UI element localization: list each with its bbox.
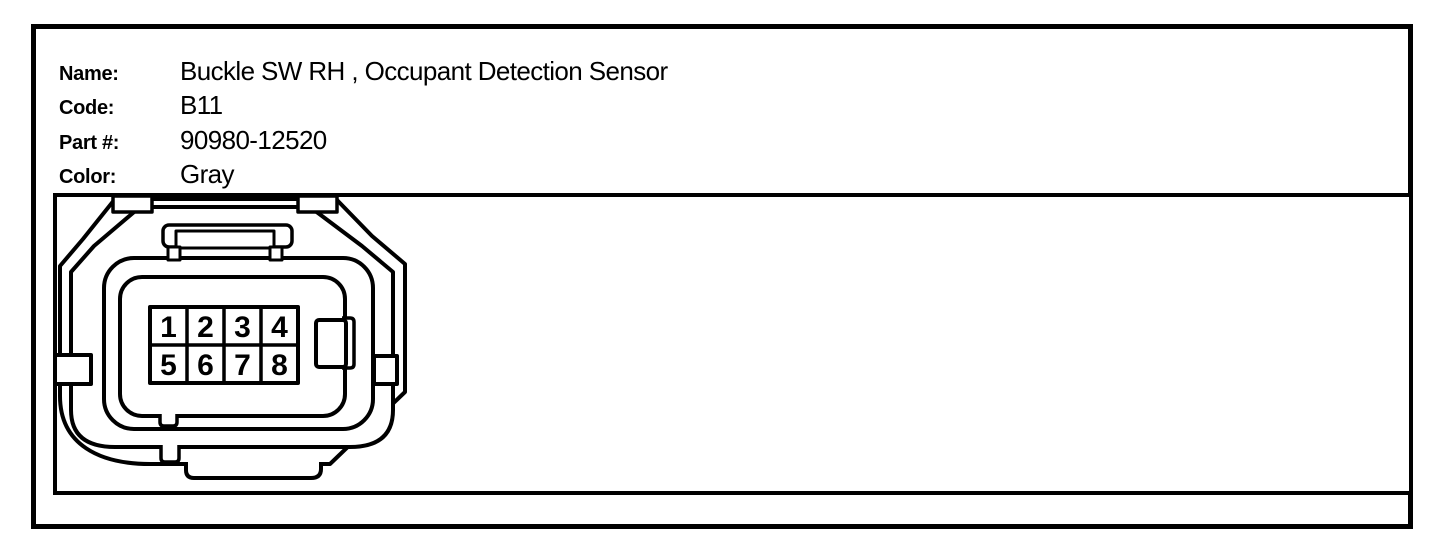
bottom-small-notch — [159, 445, 181, 464]
pin-number-3: 3 — [234, 311, 251, 344]
code-label: Code: — [59, 97, 115, 119]
part-number-label: Part #: — [59, 132, 120, 154]
info-row-name: Name: Buckle SW RH , Occupant Detection … — [59, 56, 668, 87]
pin-number-7: 7 — [234, 349, 251, 382]
top-tab-left — [111, 197, 154, 214]
keying-slot — [314, 318, 348, 369]
top-tab-right — [296, 197, 339, 214]
latch-post-left — [166, 245, 182, 262]
latch-beam — [174, 229, 276, 250]
connector-face-diagram: 1 2 3 4 5 6 7 8 — [57, 197, 407, 480]
name-label: Name: — [59, 63, 119, 85]
code-value: B11 — [180, 90, 223, 120]
left-side-notch — [57, 353, 93, 386]
info-row-part-number: Part #: 90980-12520 — [59, 125, 327, 156]
info-row-color: Color: Gray — [59, 159, 235, 190]
bottom-wide-tab — [184, 462, 323, 480]
pin-number-2: 2 — [197, 311, 214, 344]
outer-border-box: Name: Buckle SW RH , Occupant Detection … — [31, 24, 1413, 529]
pin-number-6: 6 — [197, 349, 214, 382]
info-row-code: Code: B11 — [59, 90, 223, 121]
diagram-panel: 1 2 3 4 5 6 7 8 — [53, 193, 1413, 495]
pin-number-5: 5 — [160, 349, 177, 382]
cavity-bottom-notch — [158, 414, 179, 428]
name-value: Buckle SW RH , Occupant Detection Sensor — [180, 56, 668, 86]
part-number-value: 90980-12520 — [180, 125, 327, 155]
latch-post-right — [268, 245, 284, 262]
header-info: Name: Buckle SW RH , Occupant Detection … — [59, 29, 1398, 189]
pin-number-8: 8 — [271, 349, 288, 382]
right-side-notch — [372, 354, 399, 386]
pin-number-4: 4 — [271, 311, 288, 344]
color-value: Gray — [180, 159, 235, 189]
pin-grid: 1 2 3 4 5 6 7 8 — [148, 305, 300, 385]
color-label: Color: — [59, 166, 117, 188]
pin-number-1: 1 — [160, 311, 177, 344]
